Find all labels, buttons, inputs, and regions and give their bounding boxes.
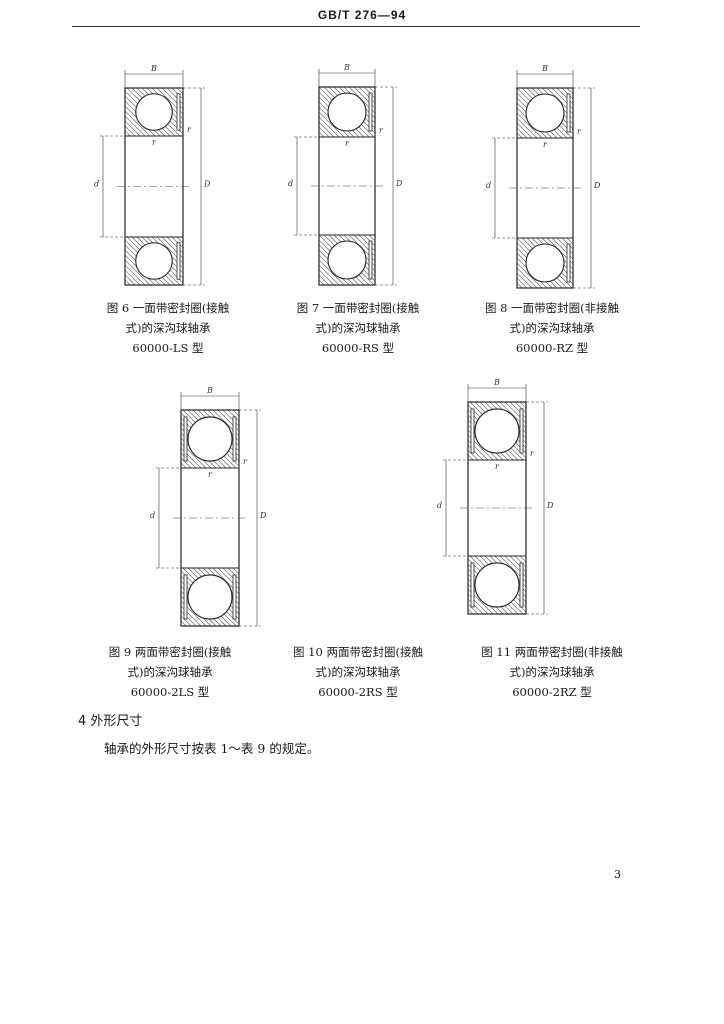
caption-line: 60000-RS 型: [321, 341, 395, 355]
svg-text:B: B: [206, 386, 213, 395]
caption-line: 图 10 两面带密封圈(接触: [293, 645, 423, 659]
caption-line: 60000-2RZ 型: [512, 685, 592, 699]
svg-text:B: B: [541, 64, 548, 73]
section-body: 轴承的外形尺寸按表 1～表 9 的规定。: [104, 741, 320, 756]
svg-text:r: r: [543, 140, 548, 149]
svg-text:d: d: [94, 180, 99, 189]
bearing-section-svg: B Dd r r: [288, 63, 403, 286]
svg-text:r: r: [577, 127, 582, 136]
caption-fig9: 图 9 两面带密封圈(接触 式)的深沟球轴承 60000-2LS 型: [70, 642, 270, 702]
svg-text:r: r: [530, 449, 535, 458]
svg-text:r: r: [379, 126, 384, 135]
svg-text:B: B: [150, 64, 157, 73]
caption-line: 式)的深沟球轴承: [315, 321, 401, 335]
page-number: 3: [614, 868, 621, 881]
caption-line: 图 7 一面带密封圈(接触: [296, 301, 420, 315]
caption-line: 式)的深沟球轴承: [125, 321, 211, 335]
svg-text:d: d: [486, 181, 491, 190]
header-rule: [72, 26, 640, 27]
svg-text:r: r: [208, 470, 213, 479]
caption-line: 图 9 两面带密封圈(接触: [108, 645, 232, 659]
svg-text:r: r: [243, 457, 248, 466]
svg-text:d: d: [150, 511, 155, 520]
svg-text:D: D: [546, 501, 554, 510]
section-title: 4 外形尺寸: [78, 714, 143, 729]
svg-text:r: r: [187, 125, 192, 134]
caption-fig10: 图 10 两面带密封圈(接触 式)的深沟球轴承 60000-2RS 型: [258, 642, 458, 702]
svg-text:D: D: [593, 181, 601, 190]
caption-line: 式)的深沟球轴承: [315, 665, 401, 679]
svg-text:r: r: [345, 139, 350, 148]
bearing-section-svg: B Dd r r: [437, 378, 554, 615]
svg-text:B: B: [343, 63, 350, 72]
caption-fig8: 图 8 一面带密封圈(非接触 式)的深沟球轴承 60000-RZ 型: [452, 298, 652, 358]
caption-line: 图 11 两面带密封圈(非接触: [481, 645, 623, 659]
caption-line: 图 6 一面带密封圈(接触: [106, 301, 230, 315]
svg-text:d: d: [437, 501, 442, 510]
svg-text:d: d: [288, 179, 293, 188]
caption-fig7: 图 7 一面带密封圈(接触 式)的深沟球轴承 60000-RS 型: [258, 298, 458, 358]
caption-line: 60000-RZ 型: [515, 341, 589, 355]
caption-line: 式)的深沟球轴承: [509, 665, 595, 679]
svg-text:D: D: [395, 179, 403, 188]
svg-text:B: B: [493, 378, 500, 387]
caption-fig11: 图 11 两面带密封圈(非接触 式)的深沟球轴承 60000-2RZ 型: [452, 642, 652, 702]
caption-line: 式)的深沟球轴承: [509, 321, 595, 335]
svg-text:D: D: [203, 180, 211, 189]
bearing-section-svg: B Dd r r: [94, 64, 211, 286]
svg-text:r: r: [495, 462, 500, 471]
bearing-section-svg: B Dd r r: [486, 64, 601, 289]
page-header: GB/T 276—94: [317, 8, 407, 22]
caption-line: 式)的深沟球轴承: [127, 665, 213, 679]
caption-line: 60000-2RS 型: [318, 685, 398, 699]
svg-text:D: D: [259, 511, 267, 520]
caption-fig6: 图 6 一面带密封圈(接触 式)的深沟球轴承 60000-LS 型: [68, 298, 268, 358]
svg-text:r: r: [152, 138, 157, 147]
bearing-section-svg: B Dd r r: [150, 386, 267, 627]
caption-line: 图 8 一面带密封圈(非接触: [484, 301, 620, 315]
caption-line: 60000-LS 型: [132, 341, 204, 355]
caption-line: 60000-2LS 型: [130, 685, 210, 699]
